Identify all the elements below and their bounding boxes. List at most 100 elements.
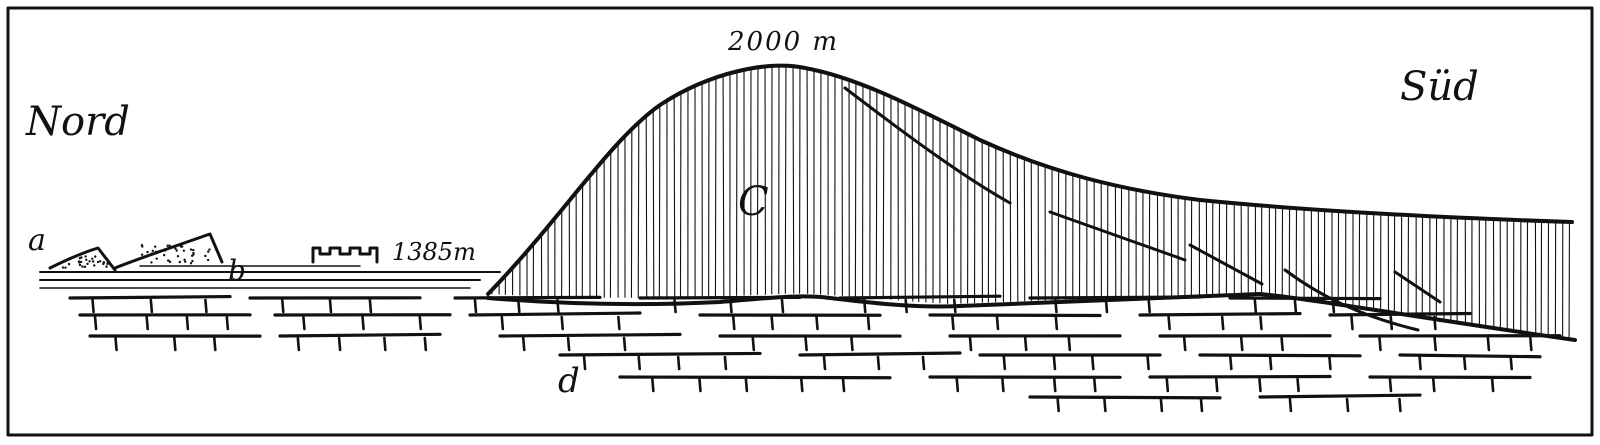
hill-dot: [208, 248, 210, 250]
strata-line: [864, 300, 865, 312]
hatch-line: [582, 50, 583, 345]
strata-line: [214, 338, 215, 350]
hill-dot: [155, 257, 157, 259]
hatch-line: [1275, 50, 1276, 345]
strata-line: [1222, 317, 1223, 329]
hill-dot: [141, 245, 143, 247]
strata-line: [624, 338, 625, 350]
strata-line: [1030, 297, 1200, 298]
strata-line: [1216, 379, 1217, 391]
hatch-line: [1373, 50, 1374, 345]
strata-line: [370, 300, 371, 312]
ruin-icon: [313, 248, 377, 262]
hatch-line: [807, 50, 808, 345]
strata-line: [618, 317, 619, 329]
strata-line: [1148, 357, 1149, 369]
strata-line: [1492, 379, 1493, 391]
strata-line: [1391, 317, 1392, 329]
strata-line: [1330, 313, 1470, 315]
hatch-line: [1157, 50, 1158, 345]
hatch-line: [974, 50, 975, 345]
strata-line: [205, 300, 206, 312]
strata-line: [1149, 300, 1150, 312]
strata-line: [957, 379, 958, 391]
hill-dot: [180, 245, 182, 247]
hatch-line: [912, 50, 913, 345]
strata-line: [806, 338, 807, 350]
hatch-line: [659, 50, 660, 345]
strata-line: [952, 317, 953, 329]
strata-line: [843, 379, 844, 391]
strata-line: [187, 317, 188, 329]
strata-line: [1054, 357, 1055, 369]
strata-line: [1002, 379, 1003, 391]
strata-line: [523, 338, 524, 350]
strata-line: [584, 357, 585, 369]
strata-line: [1094, 379, 1095, 391]
hill-dot: [92, 260, 94, 262]
hatch-line: [1569, 50, 1570, 345]
hill-dot: [191, 260, 193, 262]
hatch-line: [646, 50, 647, 345]
label-layer-b: b: [228, 254, 246, 287]
strata-line: [568, 338, 569, 350]
strata-line: [1140, 314, 1300, 315]
strata-line: [725, 357, 726, 369]
hatch-line: [799, 50, 800, 345]
strata-line: [557, 300, 558, 312]
strata-line: [151, 300, 152, 312]
strata-line: [1030, 397, 1220, 398]
label-south: Süd: [1400, 64, 1479, 110]
strata-line: [1025, 338, 1026, 350]
hill-dot: [190, 248, 192, 250]
strata-line: [1390, 379, 1391, 391]
hatch-line: [1555, 50, 1556, 345]
strata-line: [1488, 338, 1489, 350]
hill-dot: [183, 249, 185, 251]
strata-line: [800, 353, 960, 355]
layer-b-strata: [40, 266, 500, 288]
label-layer-a: a: [28, 223, 46, 258]
strata-line: [1058, 399, 1059, 411]
strata-line: [116, 338, 117, 350]
hill-dot: [169, 261, 171, 263]
strata-line: [746, 379, 747, 391]
strata-line: [455, 297, 600, 298]
strata-line: [1530, 338, 1531, 350]
hatch-line: [1226, 50, 1227, 345]
strata-line: [330, 300, 331, 312]
hatch-line: [988, 50, 989, 345]
hatch-line: [596, 50, 597, 345]
strata-line: [620, 377, 890, 378]
strata-line: [1379, 338, 1380, 350]
hill-dot: [166, 245, 168, 247]
hill-dot: [155, 251, 157, 253]
strata-line: [733, 317, 734, 329]
strata-line: [518, 300, 519, 312]
strata-line: [280, 334, 440, 336]
strata-line: [906, 300, 907, 312]
hatch-line: [1541, 50, 1542, 345]
hill-dot: [154, 245, 156, 247]
hatch-line: [876, 50, 877, 345]
hill-dot: [93, 264, 95, 266]
hatch-line: [1359, 50, 1360, 345]
strata-line: [1169, 317, 1170, 329]
strata-line: [1400, 355, 1540, 357]
hill-dot: [167, 259, 169, 261]
strata-line: [147, 317, 148, 329]
hatch-line: [1261, 50, 1262, 345]
strata-line: [1270, 357, 1271, 369]
strata-line: [420, 317, 421, 329]
strata-line: [954, 300, 955, 312]
hatch-line: [1535, 50, 1536, 345]
hill-dot: [207, 259, 209, 261]
strata-line: [1259, 379, 1260, 391]
strata-line: [1290, 399, 1291, 411]
strata-line: [1255, 300, 1256, 312]
hill-dot: [81, 265, 83, 267]
strata-line: [298, 338, 299, 350]
strata-line: [730, 300, 731, 312]
hill-dot: [79, 257, 81, 259]
hatch-line: [820, 50, 821, 345]
